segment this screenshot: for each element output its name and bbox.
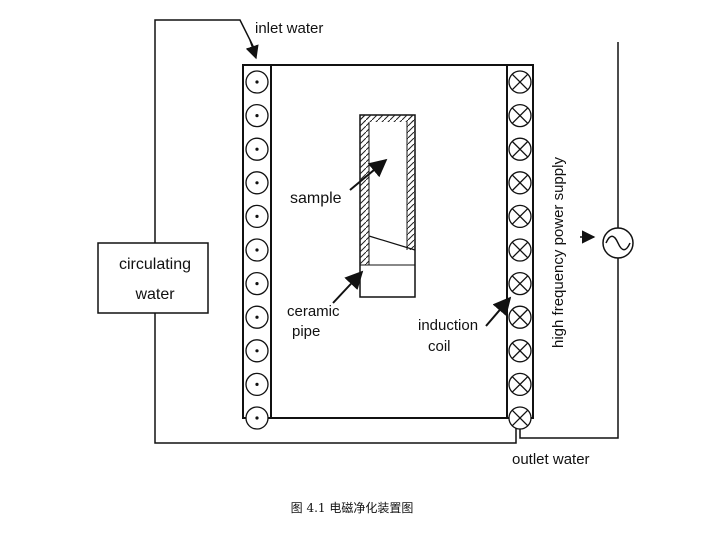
ceramic-label: ceramic [287, 303, 340, 320]
inlet-arrow [245, 39, 259, 60]
coil-cross-icon [508, 103, 532, 128]
coil-cross-icon [508, 271, 532, 296]
induction-label: induction [418, 317, 478, 334]
induction-coil-arrow [485, 296, 512, 327]
coil-dot-icon [245, 238, 269, 262]
coil-cross-icon [508, 137, 532, 161]
coil-dot-icon [245, 406, 269, 430]
figure-caption: 图 4.1 电磁净化装置图 [291, 500, 414, 515]
coil-dot-icon [245, 103, 269, 128]
coil-dot-icon [245, 339, 269, 363]
coil-cross-icon [508, 238, 532, 262]
left-coil-column [245, 70, 269, 430]
coil-dot-icon [245, 271, 269, 296]
water-label: water [134, 286, 175, 303]
coil-cross-icon [508, 204, 532, 229]
coil-dot-icon [245, 372, 269, 397]
hatched-top [360, 115, 415, 122]
chamber [242, 64, 534, 419]
circulating-water-box: circulating water [97, 242, 209, 314]
ceramic-pipe [359, 114, 416, 298]
coil-cross-icon [508, 70, 532, 94]
sample-label: sample [290, 190, 342, 207]
coil-cross-icon [508, 372, 532, 397]
right-coil-column [508, 70, 532, 430]
ac-power-source-icon [602, 227, 634, 259]
outlet-water-label: outlet water [512, 451, 590, 468]
coil-dot-icon [245, 171, 269, 195]
coil-cross-icon [508, 339, 532, 363]
ceramic-pipe-arrow [332, 270, 364, 304]
coil-cross-icon [508, 406, 532, 430]
coil-dot-icon [245, 70, 269, 94]
water-circuit [154, 19, 619, 444]
coil-label: coil [428, 338, 451, 355]
circulating-label: circulating [119, 256, 191, 273]
coil-dot-icon [245, 137, 269, 161]
coil-dot-icon [245, 204, 269, 229]
sample-arrow [349, 158, 388, 191]
coil-dot-icon [245, 305, 269, 329]
coil-cross-icon [508, 305, 532, 329]
chamber-outer-frame [242, 64, 534, 419]
hatched-right-wall [407, 115, 415, 250]
outlet-pipe-line [519, 258, 619, 439]
pipe-label: pipe [292, 323, 320, 340]
sample-slant-bottom [368, 235, 416, 251]
hatched-left-wall [360, 115, 369, 265]
label-arrows [245, 39, 596, 327]
inlet-pipe-line [154, 19, 257, 251]
power-supply-label: high frequency power supply [550, 157, 567, 348]
inlet-water-label: inlet water [255, 20, 323, 37]
coil-cross-icon [508, 171, 532, 195]
